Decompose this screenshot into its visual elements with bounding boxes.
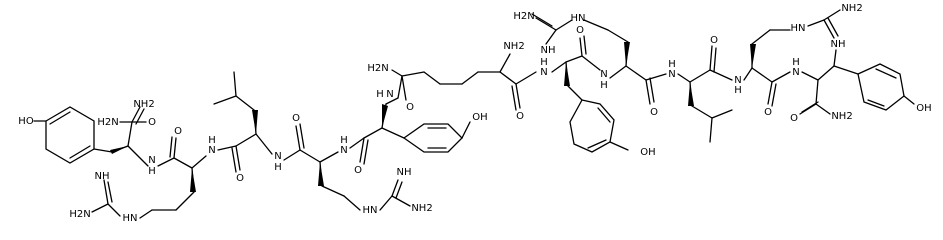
o-label-3: O xyxy=(236,173,244,184)
hn-label-1: HN xyxy=(123,213,138,224)
atom-labels: HO H2N O NH2 H N O HN NH H2N N H O N H O… xyxy=(18,3,931,224)
o-label-1: O xyxy=(148,117,156,128)
nh2-label-1: NH2 xyxy=(133,99,154,110)
h2n-label-4: H2N xyxy=(513,11,534,22)
h-label-10: H xyxy=(792,57,800,68)
h-label-5: H xyxy=(376,89,384,100)
oh-label-1: OH xyxy=(472,112,487,123)
oh-label-2: OH xyxy=(640,147,655,158)
n-label-5: N xyxy=(386,89,393,100)
nh-label-4: NH xyxy=(831,39,846,50)
peptide-structure-diagram: HO H2N O NH2 H N O HN NH H2N N H O N H O… xyxy=(18,3,931,224)
h-label-4: H xyxy=(340,135,348,146)
hn-label-4: HN xyxy=(791,23,806,34)
hn-label-3: HN xyxy=(571,13,586,24)
o-label-11: O xyxy=(764,107,772,118)
h-label-8: H xyxy=(668,59,676,70)
oh-label-3: OH xyxy=(916,103,931,114)
h2n-label-3: H2N xyxy=(367,63,388,74)
n-label-8: N xyxy=(668,69,675,80)
n-label-3: N xyxy=(274,151,281,162)
nh2-label-2: NH2 xyxy=(411,203,432,214)
h2n-label-2: H2N xyxy=(69,209,90,220)
n-label-2: N xyxy=(208,145,215,156)
nh-label-3: NH xyxy=(541,45,556,56)
nh2-label-5: NH2 xyxy=(831,111,852,122)
h-label-7: H xyxy=(600,80,608,91)
h-label-9: H xyxy=(734,85,742,96)
n-label-4: N xyxy=(340,145,347,156)
h-label-2: H xyxy=(208,135,216,146)
h2n-label-1: H2N xyxy=(97,117,118,128)
n-label-7: N xyxy=(600,69,607,80)
n-label-9: N xyxy=(734,75,741,86)
h-label-1: H xyxy=(148,166,156,177)
o-label-12: O xyxy=(790,113,798,124)
nh-label-2: NH xyxy=(397,167,412,178)
o-label-9: O xyxy=(650,107,658,118)
n-label-1: N xyxy=(148,155,155,166)
o-label-7: O xyxy=(516,111,524,122)
o-label-2: O xyxy=(174,126,182,137)
n-label-10: N xyxy=(792,67,799,78)
o-label-4: O xyxy=(292,113,300,124)
h-label-6: H xyxy=(540,57,548,68)
hn-label-2: HN xyxy=(363,205,378,216)
o-label-5: O xyxy=(354,165,362,176)
structure-canvas: HO H2N O NH2 H N O HN NH H2N N H O N H O… xyxy=(18,3,932,224)
nh2-label-3: NH2 xyxy=(503,41,524,52)
nh2-label-4: NH2 xyxy=(841,3,862,14)
nh-label-1: NH xyxy=(95,171,110,182)
h-label-3: H xyxy=(274,162,282,173)
o-label-10: O xyxy=(710,35,718,46)
n-label-6: N xyxy=(540,67,547,78)
o-label-8: O xyxy=(576,25,584,36)
stereo-wedges xyxy=(110,42,756,192)
ho-label-1: HO xyxy=(18,116,34,127)
o-label-6: O xyxy=(406,102,414,113)
